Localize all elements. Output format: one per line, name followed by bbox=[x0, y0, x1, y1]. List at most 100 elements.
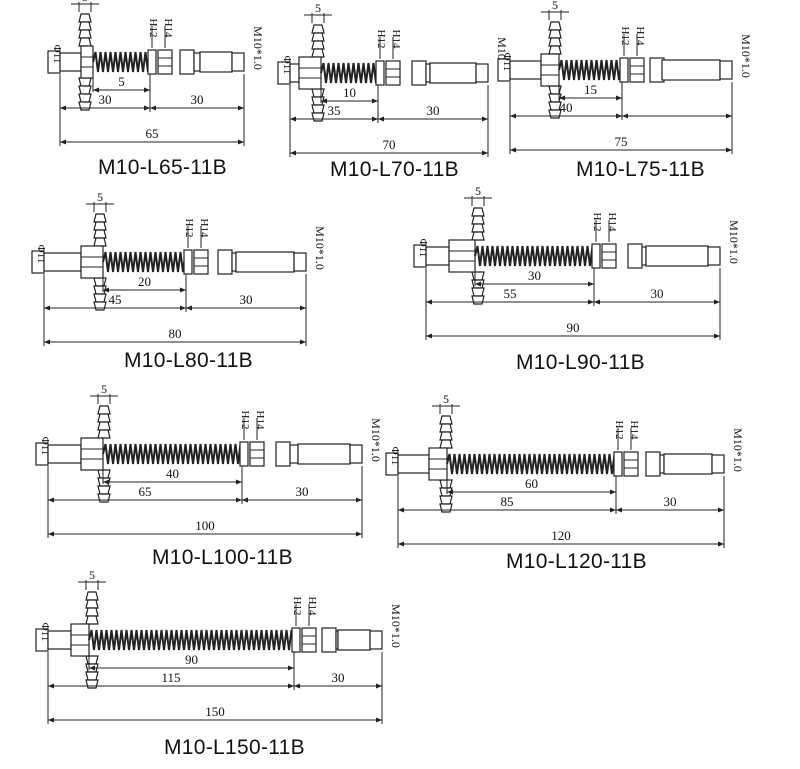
barb-ridge bbox=[78, 21, 92, 31]
arrow-head bbox=[510, 113, 516, 119]
h14-nut bbox=[601, 243, 617, 269]
arrow-head bbox=[238, 139, 244, 145]
arrow-head bbox=[372, 98, 378, 104]
barb-ridge bbox=[471, 295, 485, 305]
model-label-8: M10-L150-11B bbox=[164, 736, 305, 759]
left-body bbox=[47, 630, 72, 650]
h14-nut-body bbox=[301, 627, 317, 653]
barb-ridge bbox=[439, 431, 453, 441]
dimension-value: 65 bbox=[146, 126, 159, 141]
arrow-head bbox=[447, 489, 453, 495]
barb-ridge bbox=[97, 421, 111, 431]
spring-dimension: 5 bbox=[93, 74, 150, 93]
h14-nut bbox=[623, 451, 639, 477]
spring-coil bbox=[102, 251, 189, 273]
arrow-head bbox=[48, 497, 54, 503]
barb-ridge bbox=[78, 13, 92, 23]
arrow-head bbox=[510, 147, 516, 153]
h12-washer bbox=[619, 57, 629, 83]
dimension-value: 115 bbox=[161, 670, 180, 685]
right-dimension: 30 bbox=[616, 494, 724, 513]
right-dimension bbox=[622, 113, 732, 119]
barb-ridge bbox=[471, 287, 485, 297]
arrow-head bbox=[321, 98, 327, 104]
arrow-head bbox=[48, 717, 54, 723]
hose-dimension: 5 bbox=[89, 568, 95, 582]
hose-dimension: 5 bbox=[552, 0, 558, 12]
arrow-head bbox=[144, 105, 150, 111]
right-dimension: 30 bbox=[294, 670, 382, 689]
dimension-value: 65 bbox=[139, 484, 152, 499]
h14-nut-body bbox=[623, 451, 639, 477]
arrow-head bbox=[294, 683, 300, 689]
left-body bbox=[509, 60, 542, 80]
barb-ridge bbox=[93, 229, 107, 239]
thread-label: M10*1.0 bbox=[739, 34, 753, 78]
dimension-value: 60 bbox=[525, 476, 538, 491]
left-dimension: 35 bbox=[290, 103, 378, 122]
barb-ridge bbox=[439, 423, 453, 433]
arrow-head bbox=[559, 95, 565, 101]
barb-ridge bbox=[78, 77, 92, 87]
arrow-head bbox=[714, 299, 720, 305]
end-nut bbox=[711, 454, 725, 474]
dimension-value: 30 bbox=[427, 103, 440, 118]
h14-nut-body bbox=[249, 441, 265, 467]
arrow-head bbox=[610, 507, 616, 513]
arrow-head bbox=[594, 299, 600, 305]
spring-dimension: 15 bbox=[559, 82, 622, 101]
h14-nut bbox=[385, 60, 401, 86]
dimension-value: 55 bbox=[504, 286, 517, 301]
threaded-shaft bbox=[289, 444, 299, 464]
left-dimension: 40 bbox=[510, 100, 622, 119]
h12-washer bbox=[147, 49, 157, 75]
h12-label: H12 bbox=[147, 19, 159, 38]
threaded-shaft bbox=[193, 52, 201, 72]
right-dimension: 30 bbox=[378, 103, 488, 122]
h14-nut-body bbox=[629, 57, 645, 83]
barb-ridge bbox=[93, 301, 107, 311]
end-nut bbox=[293, 252, 307, 272]
end-body bbox=[661, 59, 721, 81]
arrow-head bbox=[588, 299, 594, 305]
dimension-value: 75 bbox=[615, 134, 628, 149]
barb-ridge bbox=[85, 591, 99, 601]
arrow-head bbox=[150, 105, 156, 111]
spring-dimension: 30 bbox=[475, 268, 594, 287]
right-dimension: 30 bbox=[150, 92, 244, 111]
arrow-head bbox=[89, 665, 95, 671]
spring bbox=[446, 453, 618, 475]
total-dimension: 80 bbox=[44, 326, 306, 345]
barb-ridge bbox=[93, 277, 107, 287]
dimension-value: 20 bbox=[138, 274, 151, 289]
dimension-value: 45 bbox=[109, 292, 122, 307]
barb-ridge bbox=[97, 405, 111, 415]
right-dimension: 30 bbox=[186, 292, 306, 311]
dimension-value: 5 bbox=[118, 74, 125, 89]
arrow-head bbox=[300, 305, 306, 311]
dimension-value: 30 bbox=[240, 292, 253, 307]
barb-ridge bbox=[439, 503, 453, 513]
thread-label: M10*1.0 bbox=[731, 428, 745, 472]
spring-dimension: 40 bbox=[103, 466, 242, 485]
dimension-value: 15 bbox=[584, 82, 597, 97]
arrow-head bbox=[144, 87, 150, 93]
barb-ridge bbox=[311, 32, 325, 42]
barb-ridge bbox=[548, 29, 562, 39]
h12-label: H12 bbox=[239, 411, 251, 430]
spring-dimension: 20 bbox=[103, 274, 186, 293]
barb-ridge bbox=[311, 40, 325, 50]
arrow-head bbox=[398, 541, 404, 547]
barb-ridge bbox=[85, 607, 99, 617]
barb-ridge bbox=[97, 429, 111, 439]
barb-ridge bbox=[85, 615, 99, 625]
arrow-head bbox=[236, 479, 242, 485]
barb-ridge bbox=[548, 21, 562, 31]
h12-label: H12 bbox=[291, 597, 303, 616]
arrow-head bbox=[378, 116, 384, 122]
barb-ridge bbox=[78, 37, 92, 47]
arrow-head bbox=[426, 333, 432, 339]
end-nut bbox=[707, 246, 721, 266]
